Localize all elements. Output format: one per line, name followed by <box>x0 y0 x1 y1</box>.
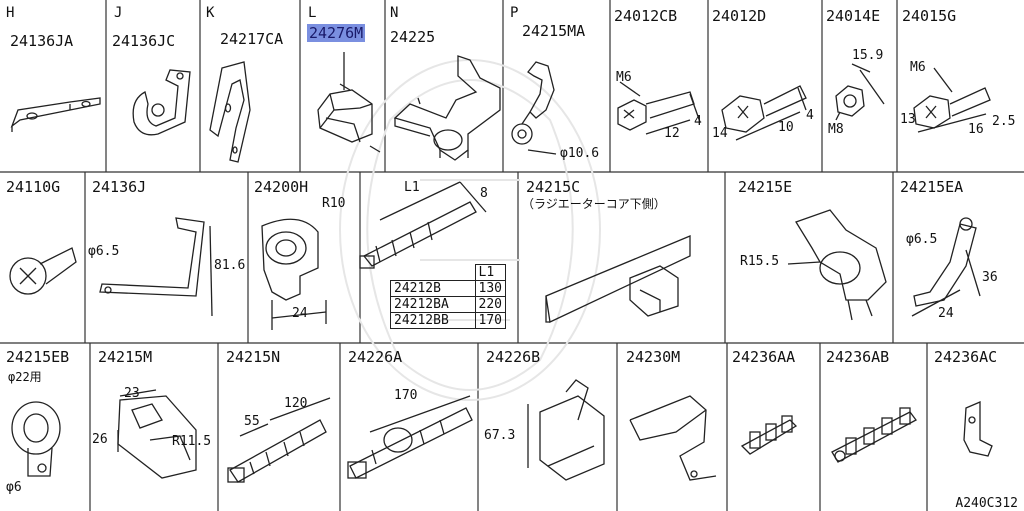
part-note: φ22用 <box>8 370 42 384</box>
dimension-label: 4 <box>694 114 702 129</box>
table-corner <box>390 264 476 281</box>
table-value: 130 <box>474 280 506 297</box>
dimension-label: 16 <box>968 122 984 137</box>
part-number[interactable]: 24217CA <box>220 30 284 48</box>
dimension-label: M6 <box>910 60 926 75</box>
dimension-label: 14 <box>712 126 728 141</box>
figure-code: A240C312 <box>955 496 1018 511</box>
dimension-label: R11.5 <box>172 434 212 449</box>
table-row: 24212B 130 <box>390 280 506 297</box>
dimension-label: φ6.5 <box>88 244 120 259</box>
part-number[interactable]: 24136JC <box>112 32 176 50</box>
table-row: 24212BB 170 <box>390 312 506 329</box>
part-number[interactable]: 24236AC <box>934 348 998 366</box>
table-part[interactable]: 24212BB <box>390 312 476 329</box>
part-number[interactable]: 24110G <box>6 178 61 196</box>
cell-letter: H <box>6 5 15 21</box>
part-number[interactable]: 24015G <box>902 7 957 25</box>
dimension-label: φ6 <box>6 480 22 495</box>
part-number[interactable]: 24215E <box>738 178 793 196</box>
part-number[interactable]: 24225 <box>390 28 436 46</box>
part-number[interactable]: 24014E <box>826 7 881 25</box>
part-number[interactable]: 24236AB <box>826 348 890 366</box>
part-number[interactable]: 24226A <box>348 348 403 366</box>
dimension-label: 24 <box>938 306 954 321</box>
part-number[interactable]: 24215M <box>98 348 153 366</box>
table-header: L1 <box>474 264 506 281</box>
dimension-label: 15.9 <box>852 48 884 63</box>
part-number[interactable]: 24215MA <box>522 22 586 40</box>
dimension-label: 24 <box>292 306 308 321</box>
dimension-label: 26 <box>92 432 108 447</box>
dimension-label: φ10.6 <box>560 146 600 161</box>
part-number[interactable]: 24136JA <box>10 32 74 50</box>
dimension-label: L1 <box>404 180 420 195</box>
cell-letter: N <box>390 5 399 21</box>
table-value: 220 <box>474 296 506 313</box>
cell-letter: L <box>308 5 317 21</box>
dimension-label: R15.5 <box>740 254 780 269</box>
part-number[interactable]: 24236AA <box>732 348 796 366</box>
dimension-label: 4 <box>806 108 814 123</box>
l1-length-table: L1 24212B 130 24212BA 220 24212BB 170 <box>390 264 506 329</box>
cell-letter: J <box>114 5 123 21</box>
table-part[interactable]: 24212B <box>390 280 476 297</box>
table-row: 24212BA 220 <box>390 296 506 313</box>
dimension-label: 55 <box>244 414 260 429</box>
dimension-label: φ6.5 <box>906 232 938 247</box>
part-number[interactable]: 24200H <box>254 178 309 196</box>
part-number[interactable]: 24012D <box>712 7 767 25</box>
part-number[interactable]: 24226B <box>486 348 541 366</box>
part-number[interactable]: 24215EB <box>6 348 70 366</box>
dimension-label: 13 <box>900 112 916 127</box>
dimension-label: 12 <box>664 126 680 141</box>
dimension-label: M6 <box>616 70 632 85</box>
table-part[interactable]: 24212BA <box>390 296 476 313</box>
dimension-label: 120 <box>284 396 308 411</box>
dimension-label: 67.3 <box>484 428 516 443</box>
part-note: （ラジエーターコア下側） <box>522 197 666 211</box>
dimension-label: 23 <box>124 386 140 401</box>
part-number[interactable]: 24230M <box>626 348 681 366</box>
dimension-label: 8 <box>480 186 488 201</box>
part-number[interactable]: 24012CB <box>614 7 678 25</box>
dimension-label: R10 <box>322 196 346 211</box>
table-value: 170 <box>474 312 506 329</box>
part-number[interactable]: 24136J <box>92 178 147 196</box>
cell-letter: K <box>206 5 215 21</box>
dimension-label: 81.6 <box>214 258 246 273</box>
dimension-label: 170 <box>394 388 418 403</box>
part-number[interactable]: 24215N <box>226 348 281 366</box>
part-number[interactable]: 24215EA <box>900 178 964 196</box>
dimension-label: M8 <box>828 122 844 137</box>
dimension-label: 2.5 <box>992 114 1016 129</box>
part-number-highlighted[interactable]: 24276M <box>307 24 366 42</box>
dimension-label: 36 <box>982 270 998 285</box>
part-number[interactable]: 24215C <box>526 178 581 196</box>
cell-letter: P <box>510 5 519 21</box>
dimension-label: 10 <box>778 120 794 135</box>
